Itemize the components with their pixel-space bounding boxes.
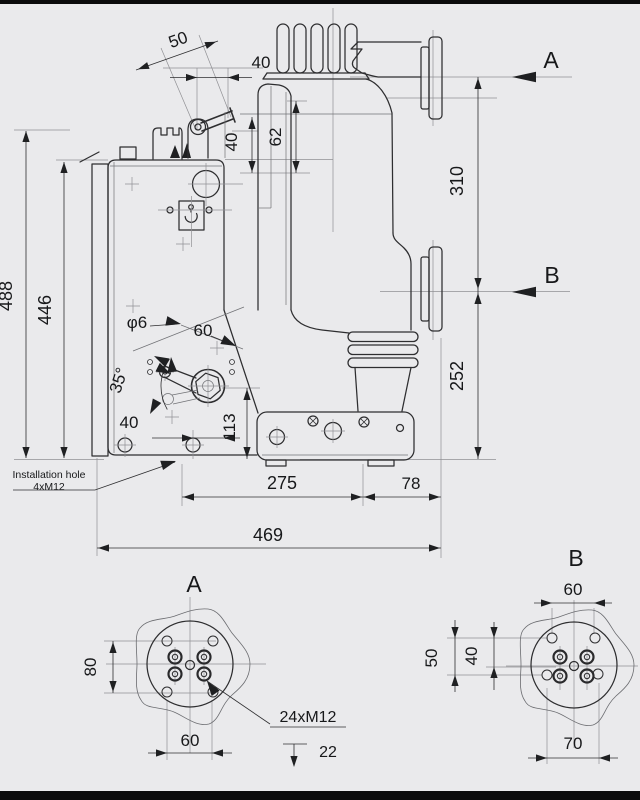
- upper-bushing: [262, 23, 370, 80]
- center-marks: [125, 177, 224, 424]
- mounting-plate: [91, 163, 109, 457]
- dim-phi6: φ6: [127, 313, 147, 332]
- dim-lever-50: 50: [166, 28, 190, 52]
- dim-upper-40: 40: [222, 133, 241, 152]
- detail-b-title: B: [568, 545, 583, 571]
- dim-488: 488: [0, 281, 16, 311]
- cable-gland: [152, 127, 183, 160]
- lower-terminal-flange: [428, 246, 443, 332]
- dim-469: 469: [253, 525, 283, 545]
- lower-bushing-sheds: [347, 331, 419, 412]
- dim-60: 60: [194, 321, 213, 340]
- dim-275: 275: [267, 473, 297, 493]
- drive-linkage: [145, 351, 201, 417]
- top-terminal-block: [119, 146, 137, 160]
- note-4xm12: 4xM12: [33, 481, 65, 493]
- dim-a-60: 60: [181, 731, 200, 750]
- section-arrow-b: [512, 286, 536, 298]
- centerlines-and-extension-lines: [14, 8, 572, 558]
- detail-view-b: B 60 50 40 70: [422, 545, 638, 764]
- dim-252: 252: [447, 361, 467, 391]
- upper-terminal-flange: [428, 36, 443, 120]
- dim-b-70: 70: [564, 734, 583, 753]
- front-support-plate: [257, 83, 292, 311]
- dim-b-50: 50: [422, 649, 441, 668]
- dim-78: 78: [402, 474, 421, 493]
- depth-symbol: [283, 743, 307, 767]
- dim-a-80: 80: [81, 658, 100, 677]
- dimensions-main: [13, 38, 536, 552]
- breaker-pole: [256, 23, 443, 467]
- dim-62: 62: [266, 128, 285, 147]
- lower-terminal: [420, 246, 443, 332]
- dim-b-40: 40: [462, 647, 481, 666]
- mechanism-cabinet: [79, 107, 259, 459]
- upper-terminal: [350, 36, 443, 120]
- top-border-bar: [0, 0, 640, 4]
- dim-446: 446: [35, 295, 55, 325]
- lever-pivot: [189, 118, 207, 136]
- manual-operating-lever: [200, 107, 236, 132]
- note-installation-hole: Installation hole: [13, 469, 86, 481]
- detail-a-title: A: [186, 571, 202, 597]
- dim-a-depth: 22: [319, 744, 337, 761]
- dim-lower-40: 40: [120, 413, 139, 432]
- dim-113: 113: [220, 413, 239, 440]
- flange-b-circle: [530, 621, 618, 709]
- section-label-b: B: [544, 262, 559, 288]
- pole-body: [365, 78, 394, 234]
- dim-b-60: 60: [564, 580, 583, 599]
- bottom-border-bar: [0, 791, 640, 800]
- section-arrow-a: [512, 71, 536, 83]
- flange-a-circle: [146, 620, 234, 708]
- dim-top-40: 40: [252, 53, 271, 72]
- base-frame: [256, 411, 415, 467]
- dim-310: 310: [447, 166, 467, 196]
- hex-drive-shaft: [188, 365, 229, 407]
- detail-view-a: A 80 60 24xM12 22: [81, 571, 346, 767]
- section-label-a: A: [543, 47, 559, 73]
- dim-a-thread: 24xM12: [280, 709, 337, 726]
- dim-35deg: 35°: [106, 365, 132, 395]
